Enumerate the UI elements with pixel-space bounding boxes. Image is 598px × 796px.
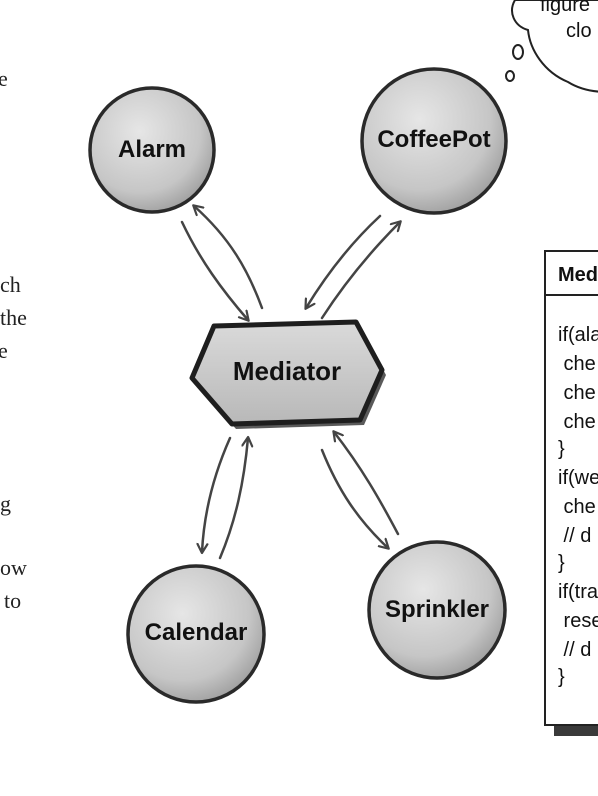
arrows-mediator-calendar: [202, 436, 248, 560]
code-line: rese: [563, 610, 598, 632]
margin-text-4: e: [0, 338, 8, 363]
arrow-mediator-to-sprinkler: [320, 448, 388, 548]
code-line: if(we: [558, 467, 598, 489]
thought-line-2: clo: [566, 20, 592, 42]
coffeepot-node: [360, 67, 508, 215]
margin-text-7: to: [4, 588, 22, 613]
sprinkler-node: [367, 540, 507, 680]
code-line: if(tra: [558, 581, 598, 603]
thought-dot-1: [512, 44, 524, 60]
calendar-label: Calendar: [144, 619, 248, 646]
arrow-coffeepot-to-mediator: [306, 214, 382, 308]
code-line: // d: [558, 639, 592, 661]
sprinkler-label: Sprinkler: [384, 596, 490, 623]
code-line: che: [558, 496, 596, 518]
arrow-calendar-to-mediator: [218, 438, 248, 560]
thought-line-1: figure: [540, 0, 591, 16]
mediator-node: [189, 319, 386, 429]
arrow-sprinkler-to-mediator: [334, 432, 400, 536]
arrow-alarm-to-mediator: [180, 220, 248, 320]
thought-dot-2: [505, 70, 515, 82]
margin-text-6: ow: [0, 555, 27, 580]
margin-text-5: g: [0, 491, 11, 516]
alarm-node: [88, 86, 216, 214]
arrow-mediator-to-calendar: [202, 436, 232, 552]
arrow-mediator-to-alarm: [194, 206, 264, 310]
code-line: che: [558, 411, 596, 433]
margin-text-1: e: [0, 66, 8, 91]
thought-bubble: [505, 0, 598, 93]
code-line: if(ala: [558, 324, 598, 346]
coffeepot-label: CoffeePot: [377, 126, 491, 153]
code-line: che: [558, 382, 596, 404]
mediator-code-box: Med if(ala che che che } if(we che // d …: [544, 250, 598, 726]
code-line: che: [558, 353, 596, 375]
arrows-alarm-mediator: [180, 206, 264, 320]
code-line: }: [558, 552, 565, 574]
alarm-label: Alarm: [117, 136, 187, 163]
code-box-title: Med: [558, 264, 598, 286]
calendar-node: [126, 564, 266, 704]
code-line: }: [558, 666, 565, 688]
code-box-header: Med: [546, 252, 598, 296]
arrow-mediator-to-coffeepot: [320, 222, 400, 320]
code-line: // d: [558, 525, 592, 547]
code-line: }: [558, 438, 565, 460]
arrows-mediator-sprinkler: [320, 432, 400, 548]
margin-text-3: the: [0, 305, 27, 330]
arrows-coffeepot-mediator: [306, 214, 400, 320]
margin-text-2: ch: [0, 272, 21, 297]
mediator-label: Mediator: [232, 356, 342, 386]
